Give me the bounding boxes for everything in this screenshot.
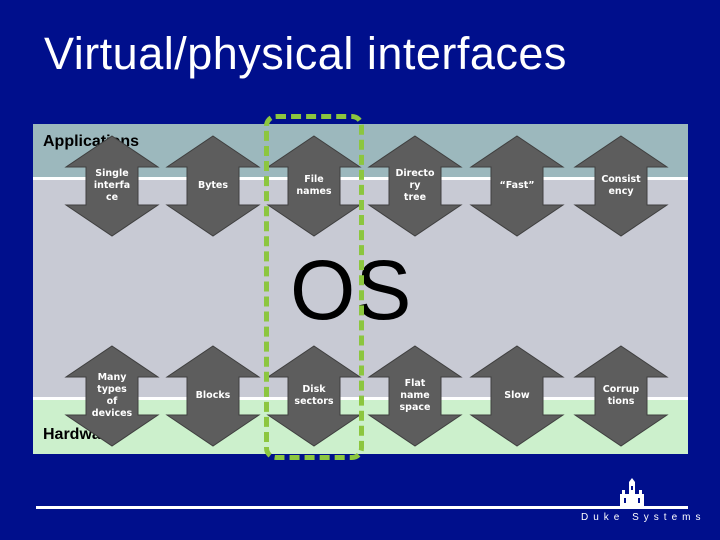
interface-arrow-icon: Flat name space bbox=[367, 344, 463, 448]
interface-arrow-icon: Disk sectors bbox=[266, 344, 362, 448]
arrow-label-file-names: File names bbox=[296, 174, 332, 197]
arrow-label-fast: “Fast” bbox=[499, 180, 535, 191]
arrow-label-many-types-of-devices: Many types of devices bbox=[91, 372, 133, 419]
duke-chapel-logo-icon bbox=[618, 478, 646, 506]
interface-arrow-icon: Corrup tions bbox=[573, 344, 669, 448]
interface-arrow-icon: Consist ency bbox=[573, 134, 669, 238]
interface-arrow-icon: Blocks bbox=[165, 344, 261, 448]
footer-divider bbox=[36, 506, 688, 509]
interface-arrow-icon: Directo ry tree bbox=[367, 134, 463, 238]
arrow-label-disk-sectors: Disk sectors bbox=[294, 384, 334, 407]
interface-arrow-icon: Bytes bbox=[165, 134, 261, 238]
arrow-label-bytes: Bytes bbox=[197, 180, 229, 191]
arrow-label-directory-tree: Directo ry tree bbox=[395, 168, 435, 203]
arrow-label-consistency: Consist ency bbox=[601, 174, 641, 197]
arrow-label-corruptions: Corrup tions bbox=[602, 384, 640, 407]
interface-arrow-icon: Single interfa ce bbox=[64, 134, 160, 238]
arrow-label-blocks: Blocks bbox=[195, 390, 231, 401]
slide-title: Virtual/physical interfaces bbox=[44, 28, 567, 79]
interface-arrow-icon: Slow bbox=[469, 344, 565, 448]
os-label: OS bbox=[290, 243, 412, 337]
arrow-label-flat-name-space: Flat name space bbox=[399, 378, 431, 413]
interface-arrow-icon: Many types of devices bbox=[64, 344, 160, 448]
interface-arrow-icon: File names bbox=[266, 134, 362, 238]
brand-wordmark: Duke Systems bbox=[581, 512, 706, 523]
highlight-dashed-box bbox=[264, 114, 364, 460]
arrow-label-single-interface: Single interfa ce bbox=[93, 168, 131, 203]
arrow-label-slow: Slow bbox=[504, 390, 530, 401]
interface-arrow-icon: “Fast” bbox=[469, 134, 565, 238]
